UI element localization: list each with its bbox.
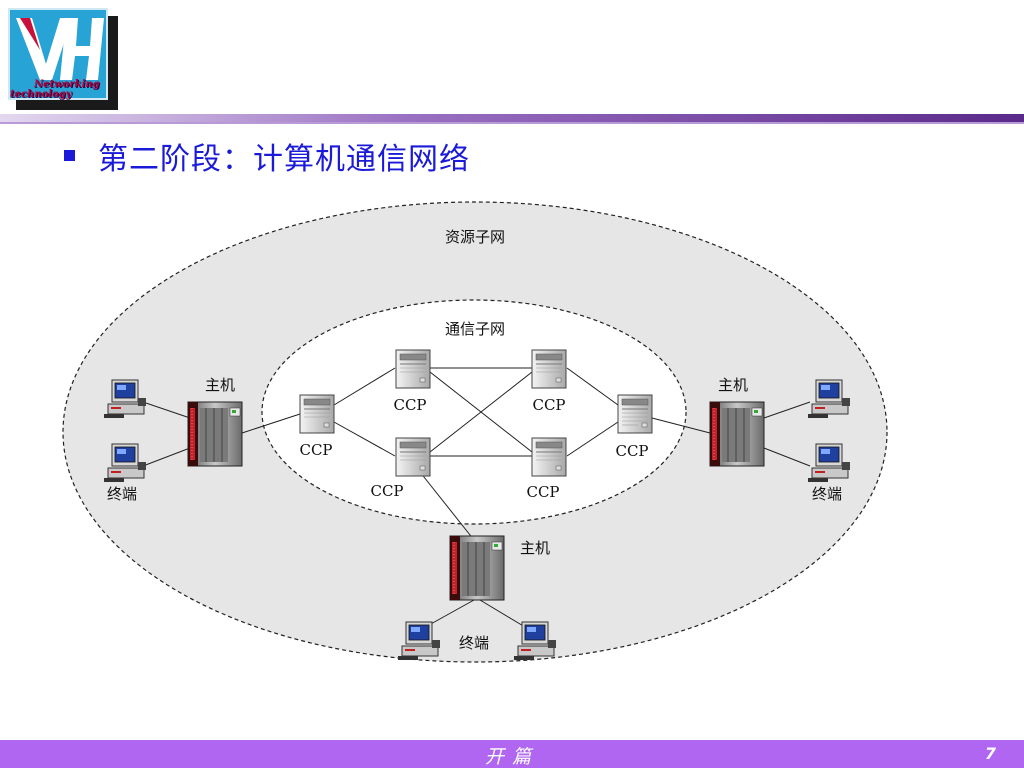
- link-bottomleft-bottom-host: [419, 471, 475, 541]
- ccp-label-left: CCP: [299, 441, 332, 459]
- terminal-label-right: 终端: [812, 485, 842, 503]
- logo: Networking technology: [8, 8, 120, 112]
- ccp-label-top-left: CCP: [393, 396, 426, 414]
- footer-title: 开篇: [484, 746, 539, 768]
- logo-letters-graphic: [16, 18, 104, 80]
- bullet-square: [64, 150, 75, 161]
- logo-brand-text: Networking technology: [8, 80, 120, 100]
- ccp-label-bottom-left: CCP: [370, 482, 403, 500]
- ccp-node-left: [299, 394, 335, 434]
- link-ccpright-right-host: [651, 417, 711, 434]
- host-label-right: 主机: [718, 376, 748, 394]
- terminal-label-bottom: 终端: [459, 634, 489, 652]
- top-divider-line: [0, 122, 1024, 124]
- host-label-bottom: 主机: [520, 539, 550, 557]
- ccp-label-bottom-right: CCP: [526, 483, 559, 501]
- host-bottom: [449, 535, 505, 601]
- terminal-label-left: 终端: [107, 485, 137, 503]
- logo-face: [8, 8, 108, 100]
- link-topright-ccpright: [566, 367, 619, 406]
- page-number: 7: [984, 744, 996, 763]
- link-cross-2: [429, 371, 533, 453]
- link-ccpleft-ccptopleft: [333, 367, 396, 406]
- slide-heading: 第二阶段：计算机通信网络: [98, 142, 470, 177]
- logo-brand-line1: Networking: [34, 79, 100, 90]
- link-right-host-terminal-bottom: [763, 447, 811, 467]
- host-left: [187, 401, 243, 467]
- link-bottomright-ccpright: [566, 421, 619, 457]
- communication-subnet-label: 通信子网: [445, 320, 505, 338]
- ccp-node-top-left: [395, 349, 431, 389]
- ccp-node-bottom-left: [395, 437, 431, 477]
- link-left-host-terminal-bottom: [142, 447, 191, 467]
- ccp-node-right: [617, 394, 653, 434]
- link-ccpleft-ccpbottomleft: [333, 421, 396, 457]
- footer-bar: 开篇 7: [0, 740, 1024, 768]
- host-label-left: 主机: [205, 376, 235, 394]
- logo-brand-line2: technology: [10, 89, 72, 100]
- link-left-host-ccp: [241, 413, 301, 434]
- resource-subnet-label: 资源子网: [445, 228, 505, 246]
- link-right-host-terminal-top: [763, 401, 811, 419]
- ccp-node-bottom-right: [531, 437, 567, 477]
- top-divider-bar: [0, 114, 1024, 122]
- network-links: [142, 367, 811, 631]
- host-right: [709, 401, 765, 467]
- ccp-label-top-right: CCP: [532, 396, 565, 414]
- link-left-host-terminal-top: [142, 401, 191, 419]
- network-diagram: 资源子网 通信子网 CCP CCP CCP CCP CCP CCP 主机 主机 …: [62, 201, 888, 663]
- communication-subnet-ellipse: [261, 299, 687, 525]
- ccp-label-right: CCP: [615, 442, 648, 460]
- ccp-node-top-right: [531, 349, 567, 389]
